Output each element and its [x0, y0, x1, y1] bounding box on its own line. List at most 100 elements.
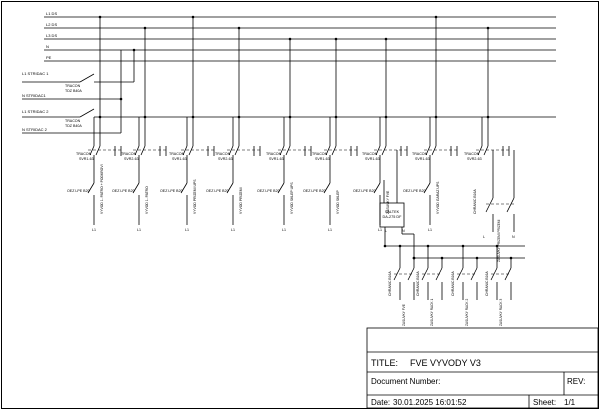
breaker2-name: TRACON [65, 119, 81, 123]
bus-bars: L1 DS L2 DS L3 DS N PE [44, 11, 556, 62]
sheet-label: Sheet: [533, 398, 556, 407]
switch-1-name: TRACON [76, 152, 92, 156]
switch-9-name: TRACON [464, 152, 480, 156]
title-label: TITLE: [371, 358, 398, 368]
switch-5-name: TRACON [266, 152, 282, 156]
relay-name: SALTEK [385, 210, 400, 214]
switch-1-type: SVR1-63 [79, 157, 94, 161]
sheet-value: 1/1 [564, 398, 576, 407]
switch-9-type: SVR2-63 [467, 157, 482, 161]
circuit-7-phase: L1 [378, 228, 382, 232]
circuit-5-breaker: OEZ LPE B20 [257, 189, 280, 193]
rcd-4-outlet: ZASUVKY RACK 3 [499, 299, 503, 326]
rcd-1-breaker: CHRANIC B16A [388, 271, 392, 296]
rcd-2-outlet: ZASUVKY RACK 1 [430, 299, 434, 326]
rcd-2: CHRANIC B16A ZASUVKY RACK 1 [416, 244, 444, 326]
circuit-4-phase: L1 [231, 228, 235, 232]
bottom-circuits: CHRANIC B16A ZASUVKY FVE CHRANIC B16A ZASUV… [383, 244, 525, 326]
label-n-stridac2: N STRIDAC 2 [22, 127, 48, 132]
circuit-8-phase: L1 [428, 228, 432, 232]
rcd-3-outlet: ZASUVKY RACK 2 [465, 299, 469, 326]
circuit-3-outlet: VYVOD PRIZEMI UPS [193, 179, 197, 214]
circuit-5-phase: L1 [282, 228, 286, 232]
switch-5-type: SVR1-63 [269, 157, 284, 161]
circuit-2-outlet: VYVOD 1. PATRO [145, 186, 149, 214]
circuit-6-outlet: VYVOD SKLEP [336, 190, 340, 214]
circuit-3: OEZ LPE B20 VYVOD PRIZEMI UPS L1 [160, 155, 197, 232]
bus-label-pe: PE [46, 55, 52, 60]
switch-3-type: SVR1-63 [172, 157, 187, 161]
rcd-1: CHRANIC B16A ZASUVKY FVE [388, 244, 416, 326]
date-label: Date: [371, 398, 390, 407]
switch-2-name: TRACON [121, 152, 137, 156]
rcd-1-outlet: ZASUVKY FVE [402, 304, 406, 326]
title-value: FVE VYVODY V3 [410, 358, 481, 368]
circuit-6-phase: L1 [328, 228, 332, 232]
circuit-8-outlet: VYVOD GARAZ UPS [436, 181, 440, 214]
switch-4-type: SVR2-63 [218, 157, 233, 161]
circuit-7-outlet: ZASUVKY FVE [386, 190, 390, 214]
circuit-3-phase: L1 [185, 228, 189, 232]
circuit-5-outlet: VYVOD SKLEP UPS [290, 182, 294, 214]
circuit-1-phase: L1 [92, 228, 96, 232]
bus-label-l2: L2 DS [46, 22, 57, 27]
circuit-6-breaker: OEZ LPE B20 [303, 189, 326, 193]
circuit-2: OEZ LPE B20 VYVOD 1. PATRO L1 [112, 155, 149, 232]
switch-columns: TRACONSVR1-63TRACONSVR2-63TRACONSVR1-63T… [76, 15, 510, 161]
switch-8-name: TRACON [412, 152, 428, 156]
breaker1-name: TRACON [65, 84, 81, 88]
circuit-5: OEZ LPE B20 VYVOD SKLEP UPS L1 [257, 155, 294, 232]
switch-6-name: TRACON [312, 152, 328, 156]
switch-4-name: TRACON [215, 152, 231, 156]
relay-l: L [385, 229, 387, 233]
bus-label-l1: L1 DS [46, 11, 57, 16]
prizemi-l: L [483, 235, 485, 239]
rcd-4-breaker: CHRANIC B16A [485, 271, 489, 296]
bus-label-l3: L3 DS [46, 33, 57, 38]
switch-2-type: SVR2-63 [124, 157, 139, 161]
date-value: 30.01.2025 16:01:52 [393, 398, 467, 407]
relay-box [379, 202, 405, 228]
label-l1-stridac2: L1 STRIDAC 2 [22, 109, 49, 114]
relay-type: DA-275 DF [383, 215, 403, 219]
rcd-2-breaker: CHRANIC B16A [416, 271, 420, 296]
rcd-3-breaker: CHRANIC B16A [451, 271, 455, 296]
label-n-stridac1: N STRIDAC1 [22, 93, 47, 98]
switch-7-type: SVR1-63 [365, 157, 380, 161]
breaker2-type: TDZ B40A [65, 124, 82, 128]
circuit-8: OEZ LPE B20 VYVOD GARAZ UPS L1 [403, 155, 440, 232]
circuit-2-phase: L1 [137, 228, 141, 232]
rev-label: REV: [567, 377, 585, 386]
switch-6-type: SVR1-63 [315, 157, 330, 161]
circuit-6: OEZ LPE B20 VYVOD SKLEP L1 [303, 155, 340, 232]
circuit-2-breaker: OEZ LPE B20 [112, 189, 135, 193]
circuit-1-breaker: OEZ LPE B20 [67, 189, 90, 193]
prizemi-circuit: CHRANIC B16A ZASUVKY PRIZEMI PRIZEMI L N [473, 150, 515, 262]
circuit-4-outlet: VYVOD PRIZEMI [239, 187, 243, 214]
document-number-label: Document Number: [371, 377, 440, 386]
switch-3-name: TRACON [169, 152, 185, 156]
relay-n: N [402, 229, 405, 233]
switch-8-type: SVR1-63 [415, 157, 430, 161]
circuit-3-breaker: OEZ LPE B20 [160, 189, 183, 193]
title-block: TITLE: FVE VYVODY V3 Document Number: RE… [366, 327, 599, 409]
prizemi-n: N [512, 235, 515, 239]
breaker1-type: TDZ B40A [65, 89, 82, 93]
supply-section: L1 STRIDAC 1 TRACON TDZ B40A N STRIDAC1 … [22, 48, 556, 134]
prizemi-breaker-label: CHRANIC B16A [473, 189, 477, 214]
circuit-1-outlet: VYVOD 1. PATRO + PODKROVI [100, 164, 104, 214]
circuit-8-breaker: OEZ LPE B20 [403, 189, 426, 193]
switch-7-name: TRACON [362, 152, 378, 156]
label-l1-stridac1: L1 STRIDAC 1 [22, 71, 49, 76]
bus-label-n: N [46, 44, 49, 49]
